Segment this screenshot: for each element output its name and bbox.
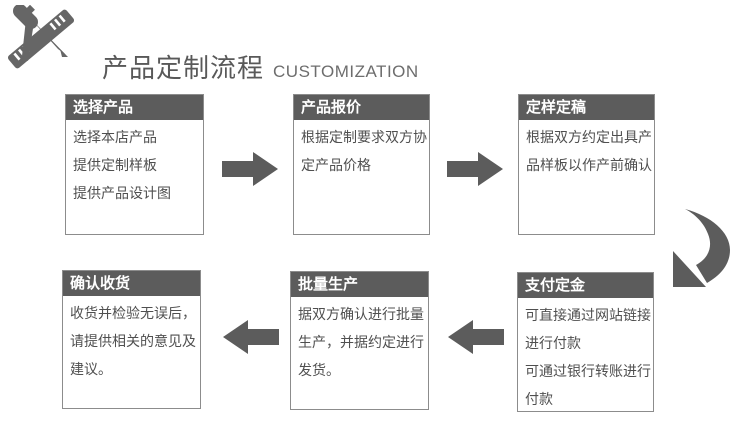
box-text-line: 提供定制样板 — [73, 157, 157, 173]
box-body: 选择本店产品提供定制样板提供产品设计图 — [66, 120, 203, 207]
drafting-tools-icon — [7, 5, 75, 69]
box-text-line: 提供产品设计图 — [73, 185, 171, 201]
box-title: 支付定金 — [518, 273, 653, 298]
box-text-line: 请提供相关的意见及 — [70, 333, 196, 349]
flow-box-pay-deposit: 支付定金 可直接通过网站链接进行付款可通过银行转账进行付款 — [517, 272, 654, 412]
flow-box-mass-production: 批量生产 据双方确认进行批量生产，并据约定进行发货。 — [290, 271, 429, 410]
box-body: 收货并检验无误后， 请提供相关的意见及建议。 — [63, 296, 200, 383]
box-body: 可直接通过网站链接进行付款可通过银行转账进行付款 — [518, 298, 653, 413]
box-title: 产品报价 — [294, 95, 429, 120]
box-title: 选择产品 — [66, 95, 203, 120]
page-title-zh: 产品定制流程 — [102, 53, 265, 83]
page-title-en: CUSTOMIZATION — [273, 62, 419, 81]
box-body: 据双方确认进行批量生产，并据约定进行发货。 — [291, 297, 428, 384]
box-text-line: 生产，并据约定进行 — [298, 334, 424, 350]
page-title: 产品定制流程 CUSTOMIZATION — [102, 48, 419, 85]
box-text-line: 发货。 — [298, 362, 340, 378]
curved-down-arrow-icon — [673, 209, 730, 287]
box-text-line: 选择本店产品 — [73, 129, 157, 145]
flow-box-product-quote: 产品报价 根据定制要求双方协定产品价格 — [293, 94, 430, 235]
box-title: 批量生产 — [291, 272, 428, 297]
box-text-line: 进行付款 — [525, 335, 581, 351]
box-text-line: 据双方确认进行批量 — [298, 306, 424, 322]
box-text-line: 建议。 — [70, 361, 112, 377]
arrow-left-icon — [448, 320, 504, 354]
box-text-line: 付款 — [525, 391, 553, 407]
box-body: 根据定制要求双方协定产品价格 — [294, 120, 429, 179]
box-title: 确认收货 — [63, 271, 200, 296]
flow-box-confirm-receipt: 确认收货 收货并检验无误后， 请提供相关的意见及建议。 — [62, 270, 201, 409]
box-title: 定样定稿 — [519, 95, 654, 120]
box-text-line: 收货并检验无误后， — [70, 305, 196, 321]
arrow-left-icon — [223, 320, 279, 354]
box-text-line: 可直接通过网站链接 — [525, 307, 651, 323]
box-text-line: 根据双方约定出具产 — [526, 129, 652, 145]
flow-box-finalize-sample: 定样定稿 根据双方约定出具产品样板以作产前确认 — [518, 94, 655, 235]
box-text-line: 品样板以作产前确认 — [526, 157, 652, 173]
flow-box-select-product: 选择产品 选择本店产品提供定制样板提供产品设计图 — [65, 94, 204, 235]
box-text-line: 根据定制要求双方协 — [301, 129, 427, 145]
box-text-line: 定产品价格 — [301, 157, 371, 173]
arrow-right-icon — [447, 152, 503, 186]
arrow-right-icon — [222, 152, 278, 186]
box-body: 根据双方约定出具产品样板以作产前确认 — [519, 120, 654, 179]
box-text-line: 可通过银行转账进行 — [525, 363, 651, 379]
